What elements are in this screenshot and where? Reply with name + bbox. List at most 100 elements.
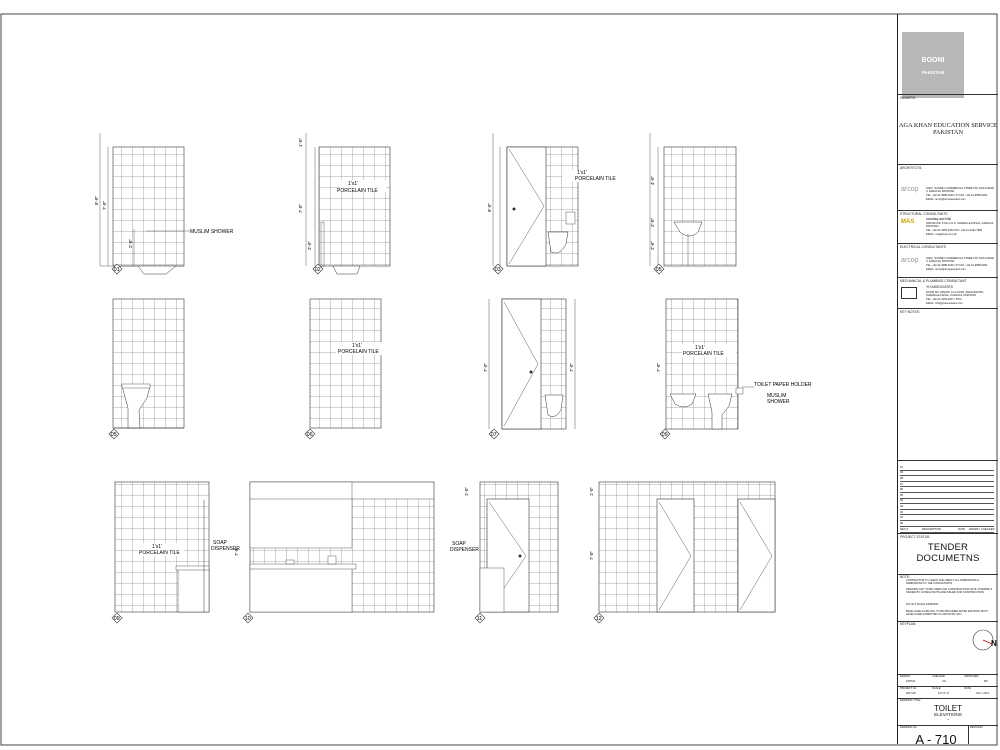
note-3: DO NOT SCALE DRAWING. [906, 603, 940, 606]
project-status-label: PROJECT STATUS: [900, 535, 931, 539]
structural-name: mushtaq and bilal [926, 217, 951, 221]
logo-line-1: BOONI [921, 57, 945, 64]
elevation-tag-number: 05 [111, 432, 117, 438]
revision-row: 09 [900, 470, 994, 477]
mep-tel: TEL: +92-21-3453-9227 / 3572 [926, 298, 962, 301]
revision-row: 03 [900, 503, 994, 510]
elevation-tag-number: 11 [477, 616, 483, 622]
elevation-tag-diamond [242, 612, 254, 624]
svg-text:2'-6": 2'-6" [650, 241, 655, 250]
date-label: DATE: [964, 687, 972, 690]
svg-text:DISPENSER: DISPENSER [450, 547, 479, 553]
note-2: DRAWING NOT TO BE USED FOR CONSTRUCTION … [906, 588, 993, 595]
drawn-label: DRAWN: [900, 675, 911, 678]
elevation-tag-diamond [111, 263, 123, 275]
svg-text:TOILET PAPER HOLDER: TOILET PAPER HOLDER [754, 382, 812, 388]
revision-number: 02 [900, 509, 904, 514]
structural-email: EMAIL: mas@mas.com.pk [926, 233, 957, 236]
revision-row: 10 [900, 464, 994, 471]
svg-text:2'-0": 2'-0" [307, 241, 312, 250]
elevation-tag-diamond [488, 428, 500, 440]
elevation-tag-number: 09 [114, 616, 120, 622]
scale-label: SCALE: [932, 687, 942, 690]
architect-tel: TEL: +92-21-3588-0100 / 07 FAX: +92-21-3… [926, 194, 988, 197]
elevation-tag-number: 12 [596, 616, 602, 622]
north-label: N [991, 639, 997, 648]
elevation-tag-diamond [492, 263, 504, 275]
structural-tel: TEL: +92-21-3455-4302 FAX: +92-21-3444-7… [926, 229, 983, 232]
rev-col-rev: REV # [900, 526, 909, 531]
revision-number: 00 [900, 520, 904, 525]
elevation-02: 1'x1' PORCELAIN TILE 1'-0" 7'-0" 2'-0" [298, 133, 391, 275]
revision-number: 05 [900, 492, 904, 497]
structural-address: 45/III BLOCK 6 P.E.C.H.S, SHAHRA-E-FAISA… [926, 222, 994, 229]
elevation-tag-number: 10 [245, 616, 251, 622]
elevation-tag-diamond [312, 263, 324, 275]
revision-row: 00 [900, 520, 994, 527]
note-label: NOTE: [900, 575, 911, 579]
north-arrow-icon [972, 629, 994, 651]
elevation-07: 7'-0" 7'-0" [483, 298, 576, 430]
approved-by: MK [984, 680, 988, 683]
architects-label: ARCHITECTS: [900, 166, 923, 170]
drawing-title-3: - [947, 717, 949, 723]
mas-logo: MAS [901, 219, 915, 225]
drawing-no-label: DRAWING No: [900, 726, 918, 729]
svg-text:SHOWER: SHOWER [767, 399, 790, 405]
svg-text:2'-0": 2'-0" [650, 218, 655, 227]
project-no-label: PROJECT No: [900, 687, 917, 690]
revision-row: 07 [900, 481, 994, 488]
structural-label: STRUCTURAL CONSULTANTS [900, 212, 948, 216]
elevation-tag-diamond [593, 612, 605, 624]
elevation-06: 1'x1' PORCELAIN TILE [309, 298, 382, 429]
revision-row: 06 [900, 486, 994, 493]
revision-number: 06 [900, 487, 904, 492]
mep-address: ROOM NO. 208/209, 1st FLOOR, AMAN ESTATE… [926, 291, 984, 298]
elevation-tag-number: 03 [495, 267, 501, 273]
revision-number: 07 [900, 481, 904, 486]
rev-col-date: DATE [958, 526, 966, 531]
revision-number: 10 [900, 464, 904, 469]
mep-label: MECHANICAL & PLUMBING CONSULTANT [900, 279, 967, 283]
keyplan-label: KEYPLAN: [900, 622, 917, 626]
svg-text:7'-0": 7'-0" [569, 363, 574, 372]
elevation-09-a: 1'x1' PORCELAIN TILE TOILET PAPER HOLDER… [656, 298, 812, 430]
svg-text:1'-0": 1'-0" [589, 487, 594, 496]
elevation-tag-number: 07 [491, 432, 497, 438]
elevation-tag-diamond [659, 428, 671, 440]
svg-text:7'-0": 7'-0" [298, 204, 303, 213]
electrical-logo: arcop [901, 257, 919, 264]
title-block: BOONI PAKISTAN OWNERS: AGA KHAN EDUCATIO… [897, 14, 998, 747]
svg-text:DISPENSER: DISPENSER [211, 546, 240, 552]
rev-col-drawn: DRAWN [969, 526, 980, 531]
svg-text:7'-0": 7'-0" [589, 551, 594, 560]
mep-email: EMAIL: info@yhassociates.com [926, 302, 963, 305]
arcop-logo: arcop [901, 186, 919, 193]
svg-text:1'x1': 1'x1' [577, 170, 587, 176]
elevation-03: 1'x1' PORCELAIN TILE 8'-0" [487, 133, 616, 267]
drawing-title-label: DRAWING TITLE: [900, 699, 921, 702]
elevation-12: 1'-0" 7'-0" [589, 481, 776, 613]
callout-muslim-shower: MUSLIM SHOWER [190, 229, 234, 235]
note-1: CONTRACTOR TO CHECK AND VERIFY ALL DIMEN… [906, 579, 980, 586]
elevation-10: 7'-0" [234, 481, 435, 613]
revision-row: 05 [900, 492, 994, 499]
owner-name: AGA KHAN EDUCATION SERVICE PAKISTAN [899, 122, 997, 136]
svg-text:1'-0": 1'-0" [298, 138, 303, 147]
elevation-05-b [112, 298, 185, 429]
owners-label: OWNERS: [900, 96, 916, 100]
svg-text:1'-0": 1'-0" [464, 487, 469, 496]
electrical-tel: TEL: +92-21-3588-0100 / 07 FAX: +92-21-3… [926, 264, 988, 267]
revision-row: 08 [900, 475, 994, 482]
svg-text:4'-0": 4'-0" [650, 176, 655, 185]
elevation-05-a: 4'-0" 2'-0" 2'-6" [649, 133, 737, 267]
svg-text:PORCELAIN TILE: PORCELAIN TILE [337, 188, 378, 194]
elevation-tag-diamond [304, 428, 316, 440]
project-status: TENDER DOCUMETNS [916, 542, 980, 564]
svg-text:2'-0": 2'-0" [128, 239, 133, 248]
svg-text:8'-0": 8'-0" [487, 203, 492, 212]
elevation-tag-number: 01 [114, 267, 120, 273]
mep-name: YH ASSOCIATES [926, 285, 953, 289]
logo-line-2: PAKISTAN [921, 70, 945, 75]
electrical-label: ELECTRICAL CONSULTANTS [900, 245, 946, 249]
